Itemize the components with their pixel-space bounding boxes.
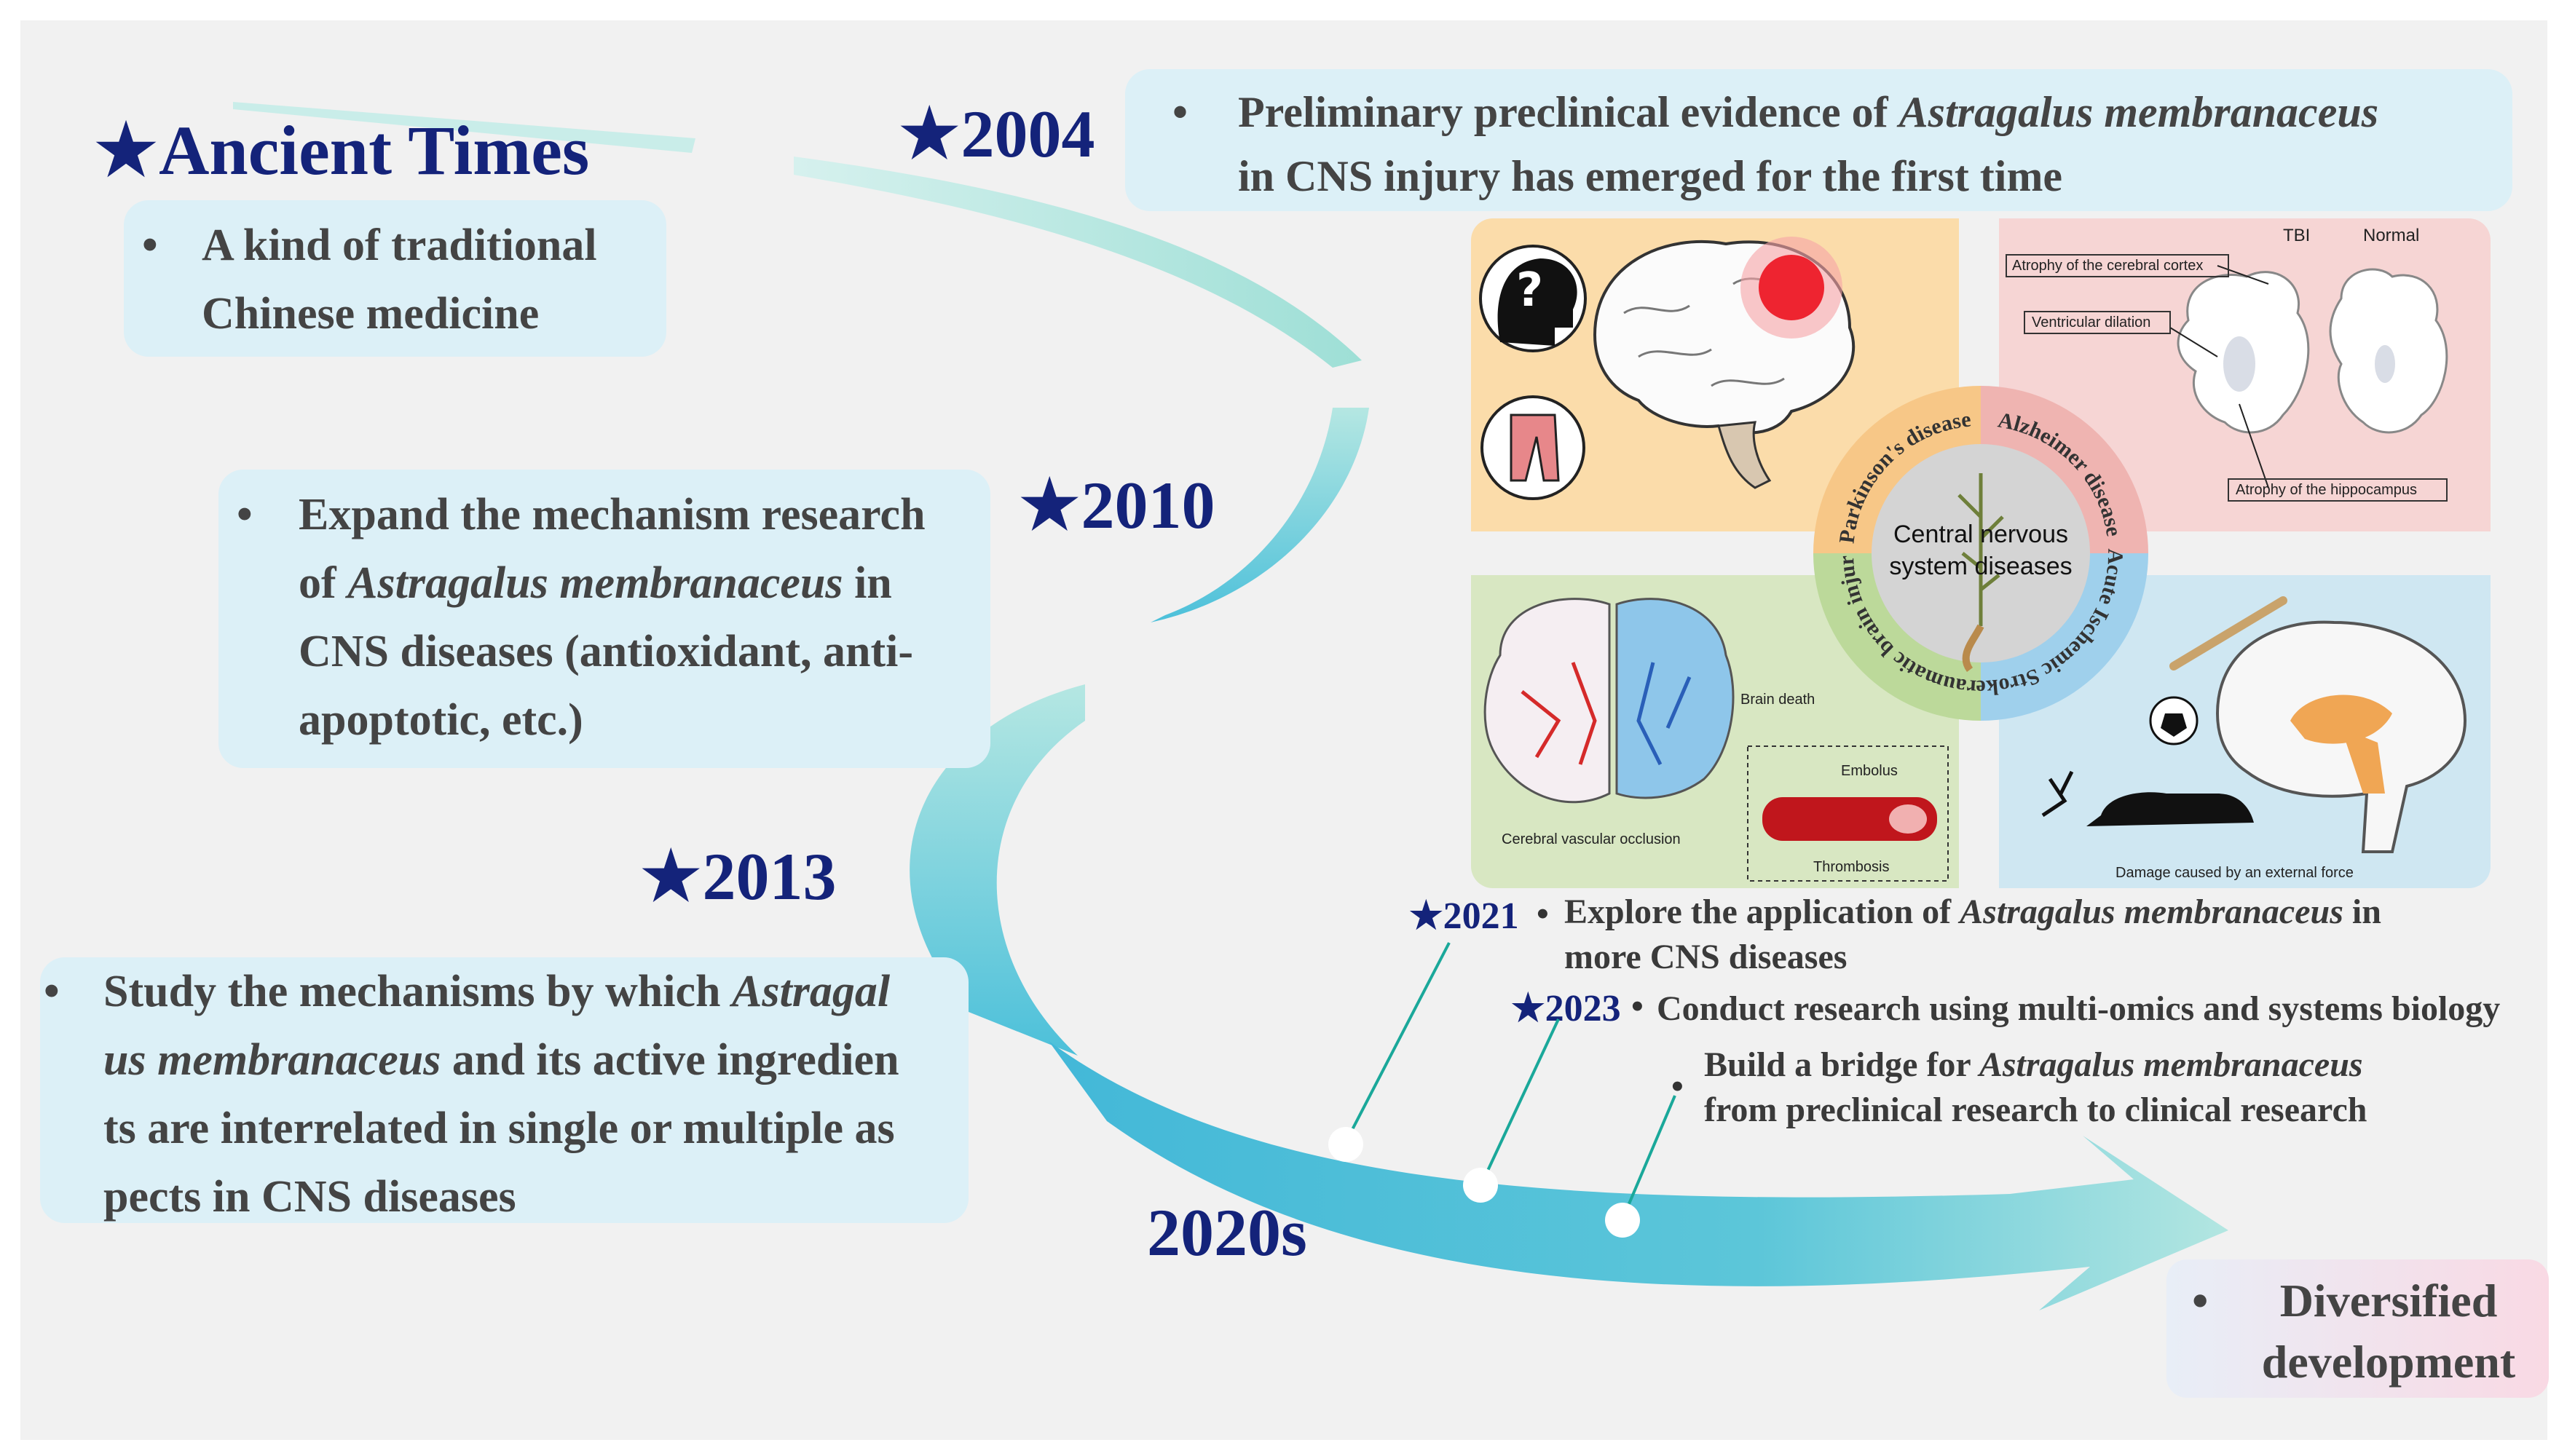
milestone-year-2004: ★2004 — [899, 97, 1095, 171]
text-line: Preliminary preclinical evidence of Astr… — [1238, 88, 2379, 136]
milestone-box-2004 — [1125, 69, 2512, 211]
star-icon: ★ — [1409, 895, 1443, 937]
figure-stroke-panel: Brain death Embolus Cerebral vascular oc… — [1471, 575, 1959, 888]
milestone-year-2013: ★2013 — [641, 839, 837, 914]
milestone-text-2004: • Preliminary preclinical evidence of As… — [1172, 80, 2520, 208]
arrow-top-strip — [233, 102, 695, 153]
star-icon: ★ — [641, 839, 701, 914]
text-line: Explore the application of Astragalus me… — [1564, 893, 2381, 931]
milestone-box-2010 — [218, 470, 990, 768]
label-brain-death: Brain death — [1740, 692, 1815, 708]
star-icon: ★ — [1511, 988, 1545, 1029]
text-line: Chinese medicine — [202, 289, 540, 339]
milestone-year-2010: ★2010 — [1020, 468, 1215, 542]
timeline-dot — [1463, 1168, 1498, 1203]
alzheimers-illustration — [2006, 254, 2448, 502]
era-item-year-2023: ★2023 — [1511, 988, 1621, 1029]
text-line: Conduct research using multi-omics and s… — [1657, 989, 2501, 1028]
star-icon: ★ — [95, 111, 158, 189]
milestone-box-2013 — [40, 957, 969, 1223]
parkinsons-illustration — [1479, 237, 1856, 500]
text-line: more CNS diseases — [1564, 938, 1848, 976]
text-line: ts are interrelated in single or multipl… — [103, 1104, 895, 1153]
figure-alzheimers-panel: TBI Normal Atrophy of the cerebral corte… — [1999, 218, 2491, 531]
connector-line-bridge — [1622, 1095, 1676, 1216]
figure-tbi-panel: Damage caused by an external force — [1999, 575, 2491, 888]
cns-center-wheel: Parkinson's disease Alzheimer disease Ac… — [1762, 349, 2148, 721]
text-line: of Astragalus membranaceus in — [299, 558, 892, 608]
text-line: A kind of traditional — [202, 221, 597, 270]
era-item-text-bridge: Build a bridge for Astragalus membranace… — [1704, 1042, 2367, 1133]
text-line: Expand the mechanism research — [299, 490, 926, 539]
text-line: Study the mechanisms by which Astragal — [103, 967, 891, 1016]
text-line: Build a bridge for Astragalus membranace… — [1704, 1045, 2363, 1084]
era-item-year-2021: ★2021 — [1409, 895, 1519, 937]
era-item-bullet-2021: • — [1537, 895, 1549, 933]
label-hippocampus-atrophy: Atrophy of the hippocampus — [2236, 482, 2418, 498]
text-line: in CNS injury has emerged for the first … — [1238, 152, 2063, 200]
era-label-2020s: 2020s — [1147, 1195, 1307, 1270]
timeline-dot — [1328, 1127, 1363, 1162]
label-cortex-atrophy: Atrophy of the cerebral cortex — [2012, 258, 2204, 274]
connector-line-2021 — [1346, 942, 1451, 1140]
era-item-text-2021: Explore the application of Astragalus me… — [1564, 890, 2381, 980]
label-ventricular-dilation: Ventricular dilation — [2032, 314, 2151, 331]
arrow-top-band — [794, 157, 1362, 368]
star-icon: ★ — [899, 97, 960, 171]
label-normal: Normal — [2363, 226, 2420, 245]
star-icon: ★ — [1020, 468, 1080, 542]
text-line: from preclinical research to clinical re… — [1704, 1091, 2367, 1129]
text-line: pects in CNS diseases — [103, 1172, 516, 1222]
tbi-illustration — [2041, 596, 2467, 853]
future-box — [2166, 1259, 2549, 1398]
stroke-illustration — [1483, 598, 1949, 882]
label-embolus: Embolus — [1841, 763, 1898, 779]
timeline-dot — [1605, 1203, 1640, 1238]
arrow-bottom-band — [1049, 1041, 2228, 1310]
era-item-bullet-2023: • — [1631, 987, 1644, 1026]
milestone-box-ancient — [124, 200, 666, 357]
text-line: us membranaceus and its active ingredien — [103, 1035, 899, 1085]
connector-line-2023 — [1480, 1018, 1560, 1184]
text-line: CNS diseases (antioxidant, anti- — [299, 627, 913, 676]
milestone-text-2013: • Study the mechanisms by which Astragal… — [44, 957, 976, 1231]
label-thrombosis: Thrombosis — [1813, 859, 1890, 875]
label-tbi: TBI — [2283, 226, 2311, 245]
label-vascular-occlusion: Cerebral vascular occlusion — [1502, 831, 1681, 847]
text-line: apoptotic, etc.) — [299, 695, 583, 745]
label-external-force: Damage caused by an external force — [2115, 865, 2354, 881]
milestone-year-ancient: ★Ancient Times — [95, 111, 590, 189]
arrow-curve-1 — [1151, 408, 1369, 622]
question-mark-icon: ? — [1516, 264, 1544, 317]
era-item-text-2023: Conduct research using multi-omics and s… — [1657, 986, 2500, 1032]
